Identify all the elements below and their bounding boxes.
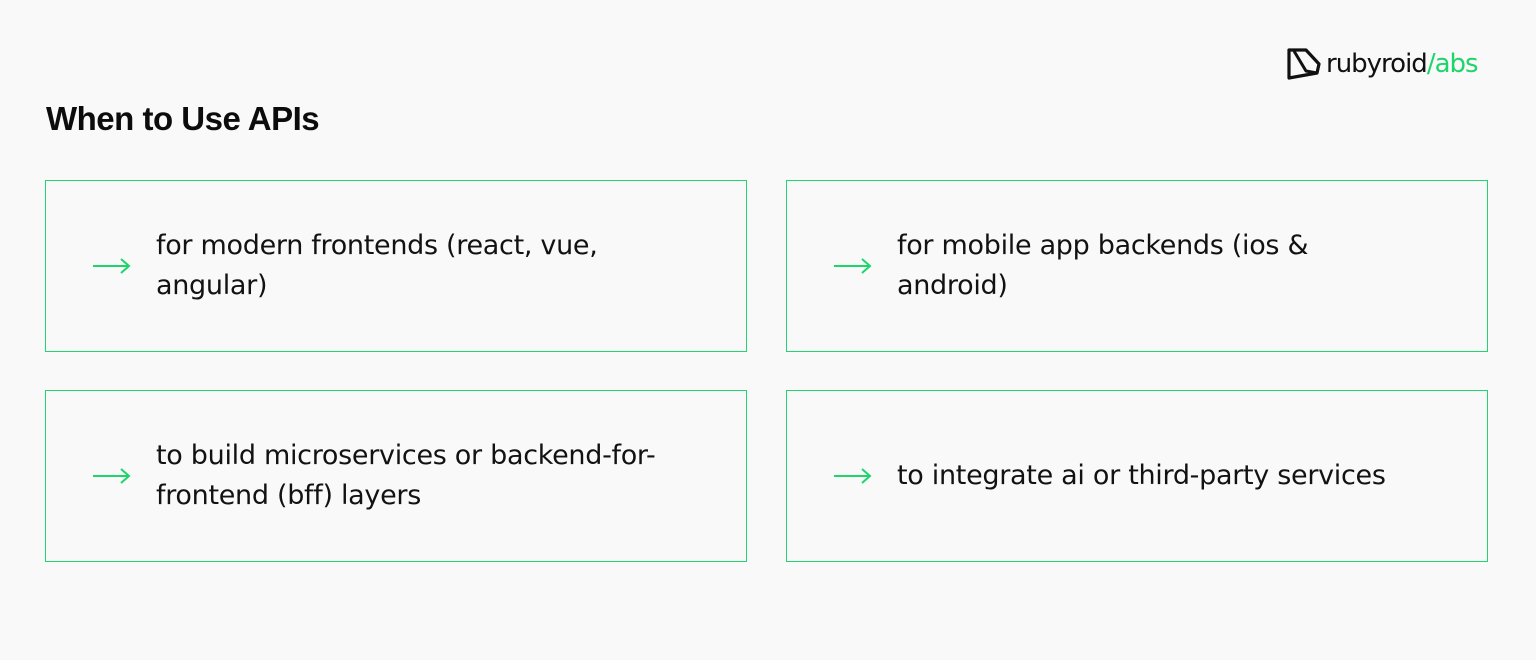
logo-accent: /abs: [1426, 49, 1479, 79]
use-case-text: to integrate ai or third-party services: [897, 460, 1386, 491]
use-case-text: for modern frontends (react, vue, angula…: [156, 230, 598, 301]
use-case-card: to build microservices or backend-for-fr…: [45, 390, 747, 562]
brand-logo: rubyroid/abs: [1286, 44, 1479, 84]
logo-name: rubyroid: [1326, 49, 1428, 79]
diamond-logo-icon: [1287, 48, 1321, 80]
arrow-right-icon: [93, 258, 131, 274]
arrow-right-icon: [93, 468, 131, 484]
use-case-text: to build microservices or backend-for-fr…: [156, 440, 656, 511]
use-case-card: for mobile app backends (ios & android): [786, 180, 1488, 352]
use-case-card: to integrate ai or third-party services: [786, 390, 1488, 562]
use-case-card: for modern frontends (react, vue, angula…: [45, 180, 747, 352]
logo-wordmark: rubyroid/abs: [1326, 49, 1479, 79]
page-title: When to Use APIs: [46, 100, 320, 137]
use-case-text: for mobile app backends (ios & android): [897, 230, 1309, 301]
arrow-right-icon: [834, 468, 872, 484]
arrow-right-icon: [834, 258, 872, 274]
